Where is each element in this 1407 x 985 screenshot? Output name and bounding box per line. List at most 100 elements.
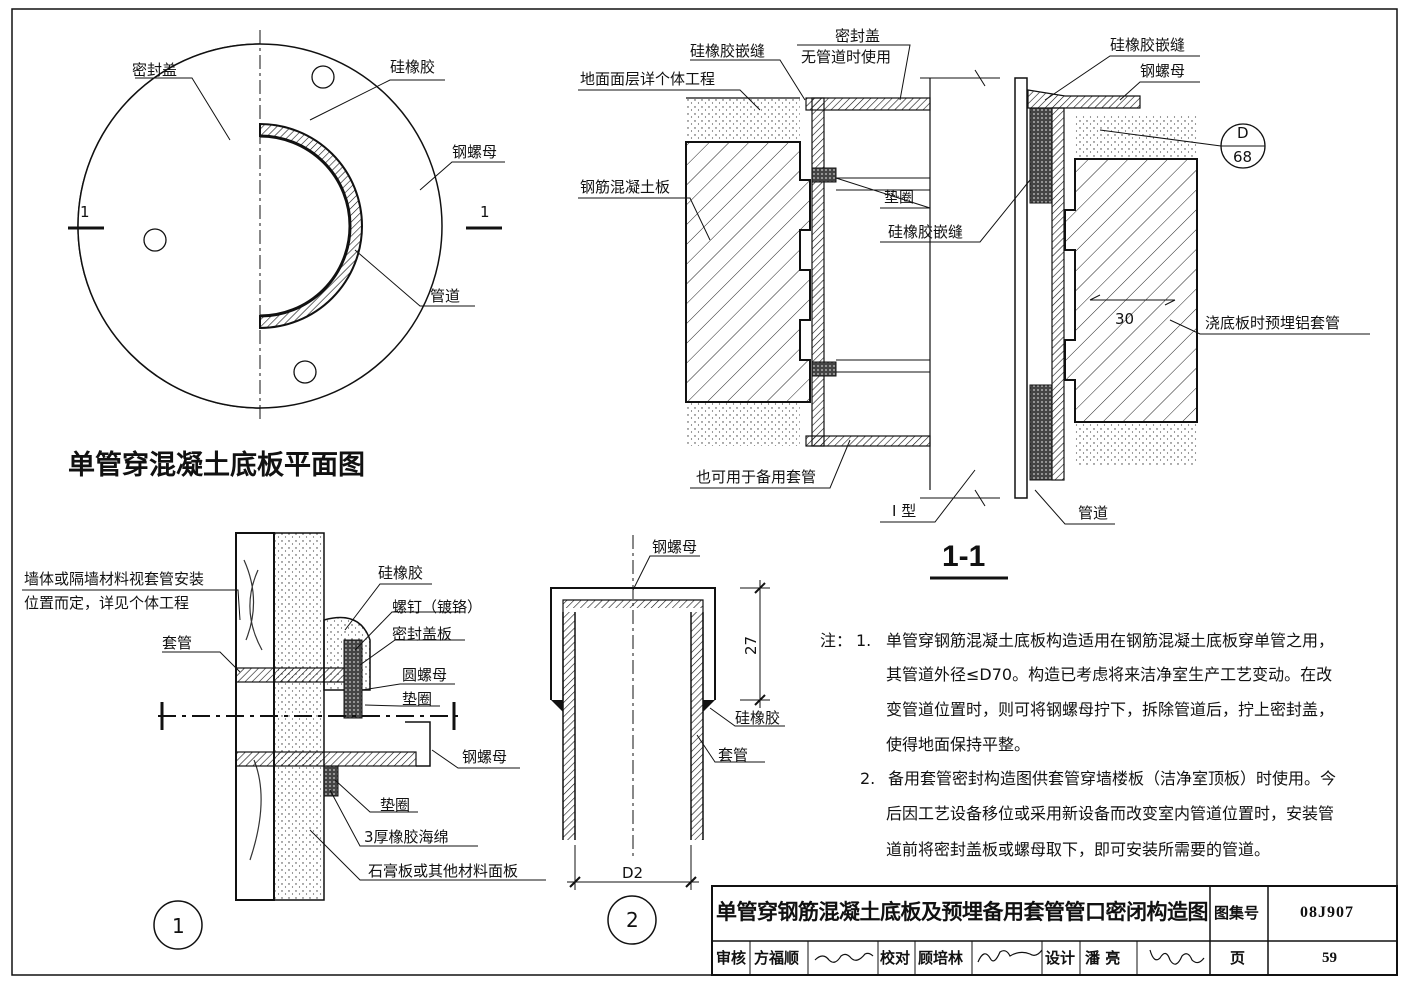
detail-1 xyxy=(22,532,546,950)
leader-cover xyxy=(135,77,231,141)
sec-label-spare-sleeve: 也可用于备用套管 xyxy=(696,468,817,486)
sec-label-type-one: I 型 xyxy=(892,502,917,520)
plan-label-steel-nut: 钢螺母 xyxy=(452,143,498,161)
note-1-line-3: 变管道位置时，则可将钢螺母拧下，拆除管道后，拧上密封盖， xyxy=(886,700,1335,719)
sec-label-embedded-sleeve: 浇底板时预埋铝套管 xyxy=(1205,314,1341,332)
detail-2-number: 2 xyxy=(626,908,639,932)
steel-nut-right xyxy=(1027,89,1141,109)
page-label: 页 xyxy=(1230,949,1246,967)
floor-finish-left xyxy=(686,98,800,142)
sec-label-cover: 密封盖 xyxy=(835,27,881,45)
bolt-hole-top xyxy=(311,65,335,89)
d1-label-cover-plate: 密封盖板 xyxy=(392,625,453,643)
detail-ref-page: 68 xyxy=(1233,148,1253,166)
sec-label-silicone-joint-right: 硅橡胶嵌缝 xyxy=(1110,36,1186,54)
d1-label-steel-nut: 钢螺母 xyxy=(462,748,508,766)
section-mark-right-text: 1 xyxy=(480,203,490,221)
d2-label-steel-nut: 钢螺母 xyxy=(652,538,698,556)
notes-prefix: 注： xyxy=(820,631,853,650)
leader-silicone xyxy=(309,79,445,121)
atlas-number: 08J907 xyxy=(1300,904,1354,921)
detail-ref-letter: D xyxy=(1237,124,1249,142)
plan-label-pipe: 管道 xyxy=(430,287,461,305)
review-label: 审核 xyxy=(716,949,747,967)
sec-dim-30: 30 xyxy=(1115,310,1135,328)
atlas-label: 图集号 xyxy=(1214,904,1260,922)
d1-label-sponge: 3厚橡胶海绵 xyxy=(364,828,449,846)
design-label: 设计 xyxy=(1045,949,1076,967)
concrete-slab-right xyxy=(1064,158,1198,423)
section-title: 1-1 xyxy=(942,540,986,573)
page-number: 59 xyxy=(1322,950,1337,966)
d1-label-gasket-bottom: 垫圈 xyxy=(380,796,411,814)
d2-label-silicone: 硅橡胶 xyxy=(735,709,781,727)
floor-finish-right xyxy=(1075,115,1197,159)
signature-reviewer xyxy=(814,952,874,963)
sponge xyxy=(323,765,339,797)
section-mark-left-text: 1 xyxy=(80,203,90,221)
plan-title: 单管穿混凝土底板平面图 xyxy=(68,450,365,481)
sec-label-pipe: 管道 xyxy=(1078,504,1109,522)
plan-label-cover: 密封盖 xyxy=(132,61,178,79)
silicone-fill-top xyxy=(1029,107,1053,204)
bolt-hole-bottom xyxy=(293,360,317,384)
gasket-top xyxy=(811,167,837,183)
leader-pipe xyxy=(354,249,475,307)
concrete-slab-left xyxy=(685,141,811,403)
bolt-hole-left xyxy=(143,228,167,252)
plan-view xyxy=(68,30,505,420)
checker-name: 顾培林 xyxy=(918,949,964,967)
signature-designer xyxy=(1149,949,1205,965)
detail-2 xyxy=(550,535,785,945)
silicone-fill-bottom xyxy=(1029,384,1053,481)
sec-label-steel-nut: 钢螺母 xyxy=(1140,62,1186,80)
d1-label-silicone: 硅橡胶 xyxy=(378,564,424,582)
cover-plate xyxy=(343,639,363,719)
check-label: 校对 xyxy=(880,949,911,967)
d2-dim-27: 27 xyxy=(742,635,761,656)
leader-nut xyxy=(419,161,505,191)
sleeve-left xyxy=(811,97,825,447)
note-1-line-4: 使得地面保持平整。 xyxy=(886,735,1031,754)
gasket-bottom xyxy=(811,361,837,377)
sec-label-floor-finish: 地面面层详个体工程 xyxy=(580,70,716,88)
d1-label-sleeve: 套管 xyxy=(162,634,193,652)
d2-label-sleeve: 套管 xyxy=(718,746,749,764)
title-block xyxy=(711,885,1398,976)
drawing-border xyxy=(11,8,1398,976)
note-1-line-2: 其管道外径≤D70。构造已考虑将来洁净室生产工艺变动。在改 xyxy=(886,665,1333,684)
detail-1-circle xyxy=(153,900,203,950)
cover-half xyxy=(77,43,261,409)
sec-label-silicone-joint-top: 硅橡胶嵌缝 xyxy=(690,42,766,60)
silicone-ring xyxy=(259,122,363,330)
d1-label-wall-1: 墙体或隔墙材料视套管安装 xyxy=(24,570,205,588)
note-1-num: 1. xyxy=(856,631,872,650)
d1-label-screw: 螺钉（镀铬） xyxy=(392,598,483,616)
d1-label-round-nut: 圆螺母 xyxy=(402,666,448,684)
note-2-line-1: 备用套管密封构造图供套管穿墙楼板（洁净室顶板）时使用。今 xyxy=(888,769,1337,788)
plan-label-silicone: 硅橡胶 xyxy=(390,58,436,76)
reviewer-name: 方福顺 xyxy=(754,949,800,967)
note-2-line-2: 后因工艺设备移位或采用新设备而改变室内管道位置时，安装管 xyxy=(886,804,1335,823)
sleeve-right xyxy=(1051,107,1065,481)
bottom-layer-right xyxy=(1075,422,1197,466)
detail-1-number: 1 xyxy=(172,914,185,938)
signature-checker xyxy=(977,949,1043,963)
sec-label-silicone-joint-mid: 硅橡胶嵌缝 xyxy=(888,223,964,241)
d1-label-gasket-top: 垫圈 xyxy=(402,690,433,708)
note-2-num: 2. xyxy=(860,769,876,788)
spare-cap xyxy=(805,435,931,447)
drawing-title: 单管穿钢筋混凝土底板及预埋备用套管管口密闭构造图 xyxy=(716,900,1209,924)
sleeve-bottom xyxy=(235,751,417,767)
d1-label-wall-2: 位置而定，详见个体工程 xyxy=(24,594,190,612)
note-1-line-1: 单管穿钢筋混凝土底板构造适用在钢筋混凝土底板穿单管之用， xyxy=(886,631,1335,650)
sec-label-cover-note: 无管道时使用 xyxy=(801,48,892,66)
detail-2-circle xyxy=(607,895,657,945)
section-view xyxy=(578,44,1370,580)
note-2-line-3: 道前将密封盖板或螺母取下，即可安装所需要的管道。 xyxy=(886,840,1271,859)
d2-dim-d2: D2 xyxy=(622,864,644,882)
pipe-right xyxy=(1014,77,1028,499)
pipe-wall xyxy=(259,134,352,318)
seal-cover xyxy=(805,97,931,111)
